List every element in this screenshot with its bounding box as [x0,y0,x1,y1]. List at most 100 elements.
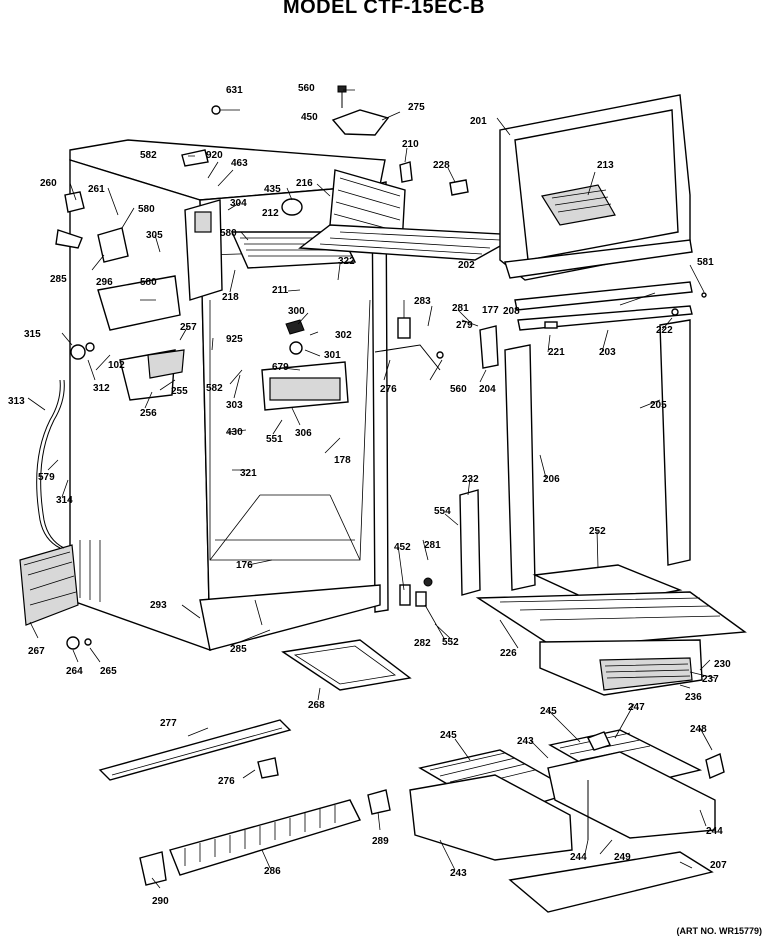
callout: 560 [450,384,467,395]
part-207-bin [508,851,714,913]
callout: 249 [614,852,631,863]
callout: 925 [226,334,243,345]
callout: 245 [540,706,557,717]
callout: 245 [440,730,457,741]
callout: 283 [414,296,431,307]
leader-lines [27,89,716,889]
callout: 222 [656,325,673,336]
part-313-tube [36,379,61,549]
callout: 450 [301,112,318,123]
freezer-door-frame [499,94,693,281]
callout: 218 [222,292,239,303]
callout: 289 [372,836,389,847]
diagram-title: MODEL CTF-15EC-B [282,0,486,18]
callout: 554 [434,506,451,517]
callout: 206 [543,474,560,485]
callout: 176 [236,560,253,571]
callout: 579 [38,472,55,483]
callout: 452 [394,542,411,553]
callout: 300 [288,306,305,317]
part-232-strip [459,489,481,596]
part-267-side-panel [19,544,79,626]
callout: 243 [450,868,467,879]
callout: 305 [146,230,163,241]
callout: 321 [240,468,257,479]
callout: 243 [517,736,534,747]
callout: 212 [262,208,279,219]
crisper-drawers [409,729,716,861]
callout: 582 [140,150,157,161]
callout: 290 [152,896,169,907]
art-number: (ART NO. WR15779) [676,926,762,936]
callout: 580 [220,228,237,239]
callout: 303 [226,400,243,411]
callout: 260 [40,178,57,189]
part-283 [397,317,411,339]
crisper-cover [539,639,703,696]
part-268-pan [281,639,412,691]
callout: 301 [324,350,341,361]
part-276-hinge [374,344,441,371]
callout: 276 [218,776,235,787]
callout: 207 [710,860,727,871]
callout: 281 [424,540,441,551]
callout: 178 [334,455,351,466]
callout: 679 [272,362,289,373]
callout: 282 [414,638,431,649]
shelf-assembly [475,564,747,649]
callout: 264 [66,666,83,677]
callout: 268 [308,700,325,711]
callout: 213 [597,160,614,171]
callout: 177 [482,305,499,316]
callout: 306 [295,428,312,439]
callout: 314 [56,495,73,506]
callout: 463 [231,158,248,169]
callout: 202 [458,260,475,271]
callout-labels: 631 560 275 450 201 210 228 582 920 463 … [8,83,731,907]
part-208-trim [514,281,693,311]
callout: 302 [335,330,352,341]
callout: 230 [714,659,731,670]
callout: 430 [226,427,243,438]
callout: 304 [230,198,247,209]
callout: 256 [140,408,157,419]
callout: 102 [108,360,125,371]
callout: 203 [599,347,616,358]
callout: 275 [408,102,425,113]
callout: 293 [150,600,167,611]
part-276-clip [257,757,279,779]
callout: 580 [140,277,157,288]
callout: 920 [206,150,223,161]
callout: 204 [479,384,496,395]
callout: 551 [266,434,283,445]
callout: 322 [338,256,355,267]
callout: 232 [462,474,479,485]
callout: 582 [206,383,223,394]
callout: 226 [500,648,517,659]
small-hardware [66,161,725,779]
callout: 581 [697,257,714,268]
part-221 [544,321,558,329]
callout: 211 [272,285,289,296]
callout: 279 [456,320,473,331]
callout: 201 [470,116,487,127]
callout: 255 [171,386,188,397]
freezer-components [184,169,523,411]
callout: 276 [380,384,397,395]
callout: 560 [298,83,315,94]
part-277-rail [98,719,292,781]
callout: 267 [28,646,45,657]
control-housing [55,191,185,401]
callout: 221 [548,347,565,358]
callout: 312 [93,383,110,394]
callout: 313 [8,396,25,407]
part-206-strip [504,344,536,591]
callout: 435 [264,184,281,195]
callout: 261 [88,184,105,195]
part-289-clip [367,789,391,815]
callout: 315 [24,329,41,340]
top-parts [181,85,390,167]
callout: 216 [296,178,313,189]
